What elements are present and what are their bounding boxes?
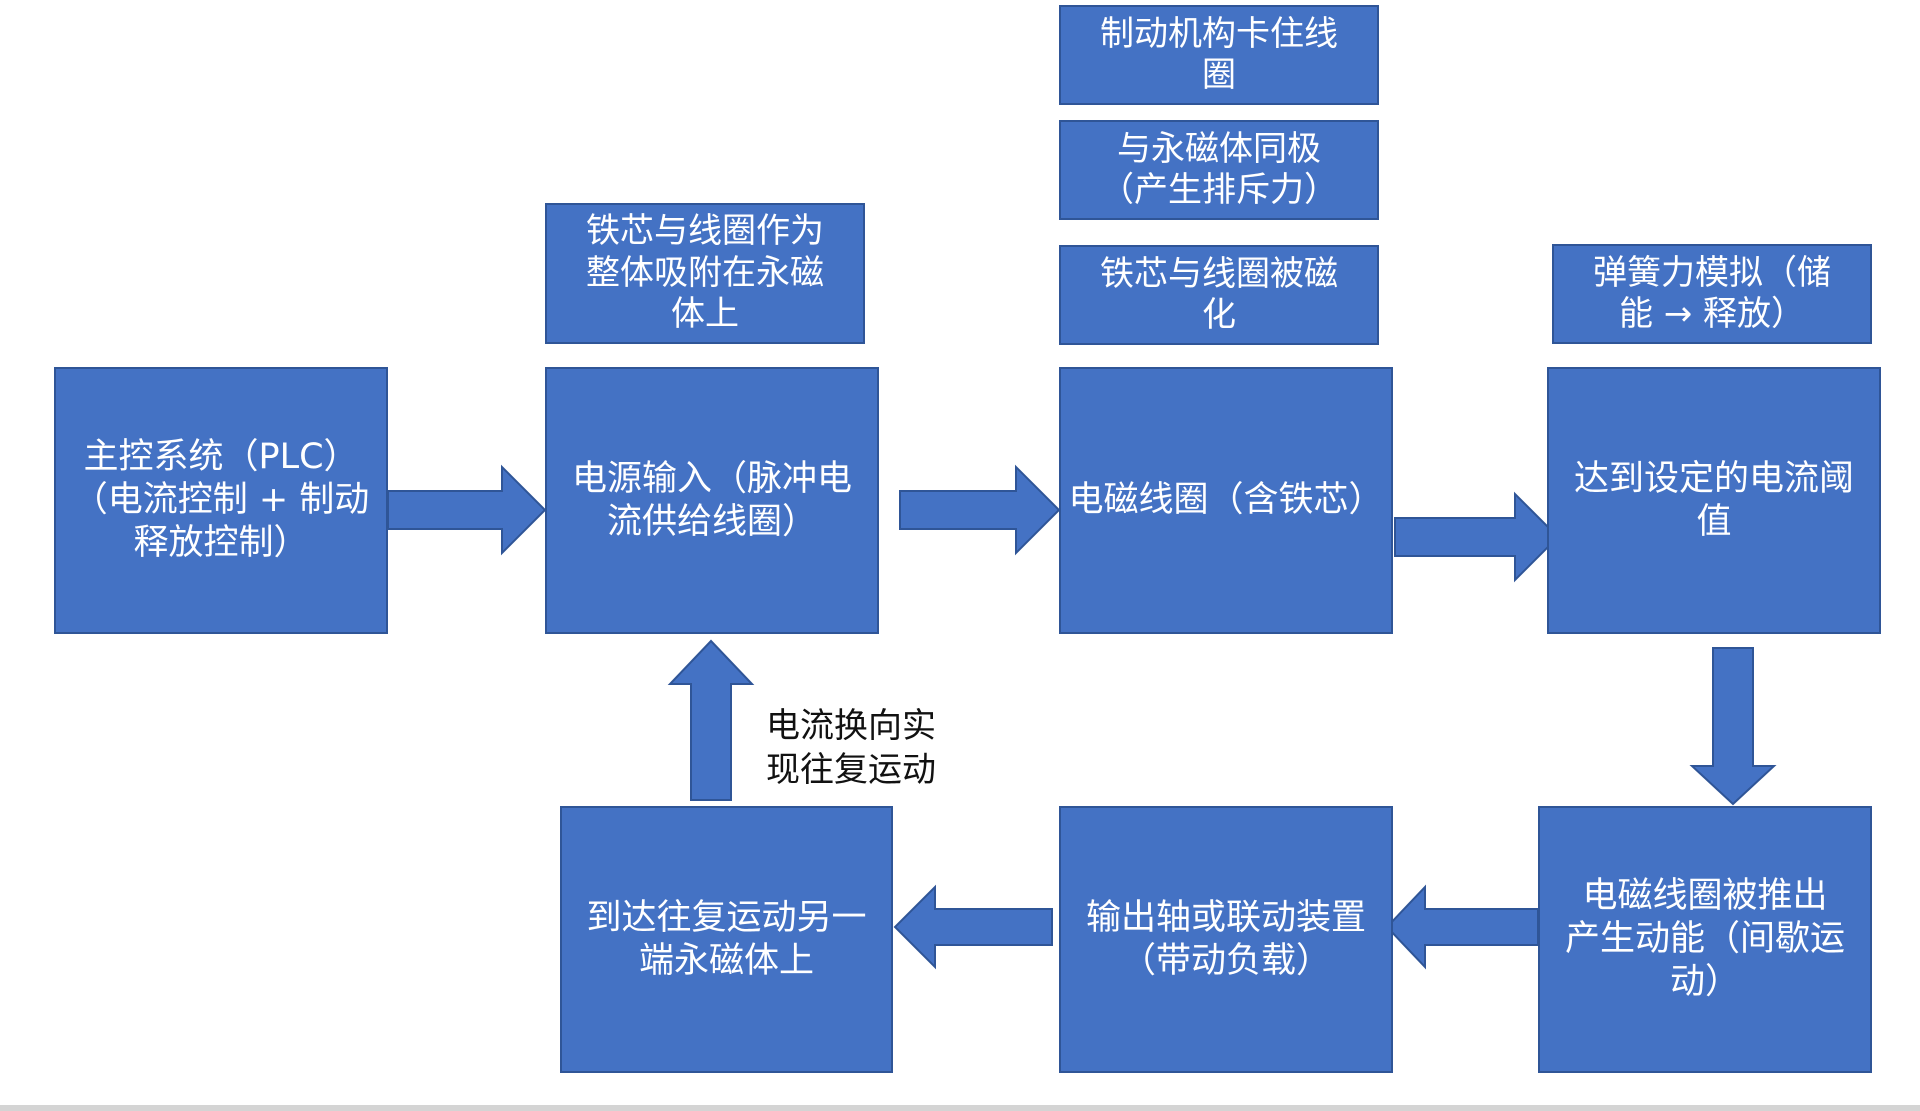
note-magnetized-label: 铁芯与线圈被磁 化 bbox=[1100, 253, 1338, 335]
label-current-reversal: 电流换向实 现往复运动 bbox=[766, 706, 936, 791]
node-em-coil-label: 电磁线圈（含铁芯） bbox=[1068, 480, 1384, 521]
arrow-threshold-to-pushed bbox=[1689, 647, 1777, 806]
arrow-shaft-to-end bbox=[893, 884, 1053, 970]
note-core-adsorbed-label: 铁芯与线圈作为 整体吸附在永磁 体上 bbox=[586, 211, 824, 335]
note-spring-force-label: 弹簧力模拟（储 能 → 释放） bbox=[1593, 252, 1831, 334]
node-output-shaft: 输出轴或联动装置 （带动负载） bbox=[1059, 806, 1393, 1073]
node-output-shaft-label: 输出轴或联动装置 （带动负载） bbox=[1085, 897, 1366, 981]
node-coil-pushed: 电磁线圈被推出 产生动能（间歇运 动） bbox=[1538, 806, 1872, 1073]
arrow-power-to-coil bbox=[899, 464, 1061, 556]
node-main-control: 主控系统（PLC） （电流控制 + 制动 释放控制） bbox=[54, 367, 388, 634]
node-current-threshold-label: 达到设定的电流阈 值 bbox=[1573, 458, 1854, 542]
note-magnetized: 铁芯与线圈被磁 化 bbox=[1059, 245, 1379, 345]
node-em-coil: 电磁线圈（含铁芯） bbox=[1059, 367, 1393, 634]
note-spring-force: 弹簧力模拟（储 能 → 释放） bbox=[1552, 244, 1872, 344]
node-current-threshold: 达到设定的电流阈 值 bbox=[1547, 367, 1881, 634]
arrow-main-to-power bbox=[387, 464, 547, 556]
note-brake-stuck: 制动机构卡住线 圈 bbox=[1059, 5, 1379, 105]
arrow-end-to-power bbox=[667, 639, 755, 801]
note-same-pole: 与永磁体同极 （产生排斥力） bbox=[1059, 120, 1379, 220]
note-core-adsorbed: 铁芯与线圈作为 整体吸附在永磁 体上 bbox=[545, 203, 865, 344]
node-power-input-label: 电源输入（脉冲电 流供给线圈） bbox=[571, 458, 852, 542]
note-brake-stuck-label: 制动机构卡住线 圈 bbox=[1100, 13, 1338, 95]
node-power-input: 电源输入（脉冲电 流供给线圈） bbox=[545, 367, 879, 634]
node-main-control-label: 主控系统（PLC） （电流控制 + 制动 释放控制） bbox=[72, 437, 370, 563]
arrow-coil-to-threshold bbox=[1394, 491, 1560, 583]
node-reach-other-end-label: 到达往复运动另一 端永磁体上 bbox=[586, 897, 867, 981]
node-coil-pushed-label: 电磁线圈被推出 产生动能（间歇运 动） bbox=[1564, 876, 1845, 1002]
node-reach-other-end: 到达往复运动另一 端永磁体上 bbox=[560, 806, 893, 1073]
bottom-border bbox=[0, 1105, 1920, 1111]
note-same-pole-label: 与永磁体同极 （产生排斥力） bbox=[1100, 128, 1338, 210]
arrow-pushed-to-shaft bbox=[1385, 884, 1539, 970]
